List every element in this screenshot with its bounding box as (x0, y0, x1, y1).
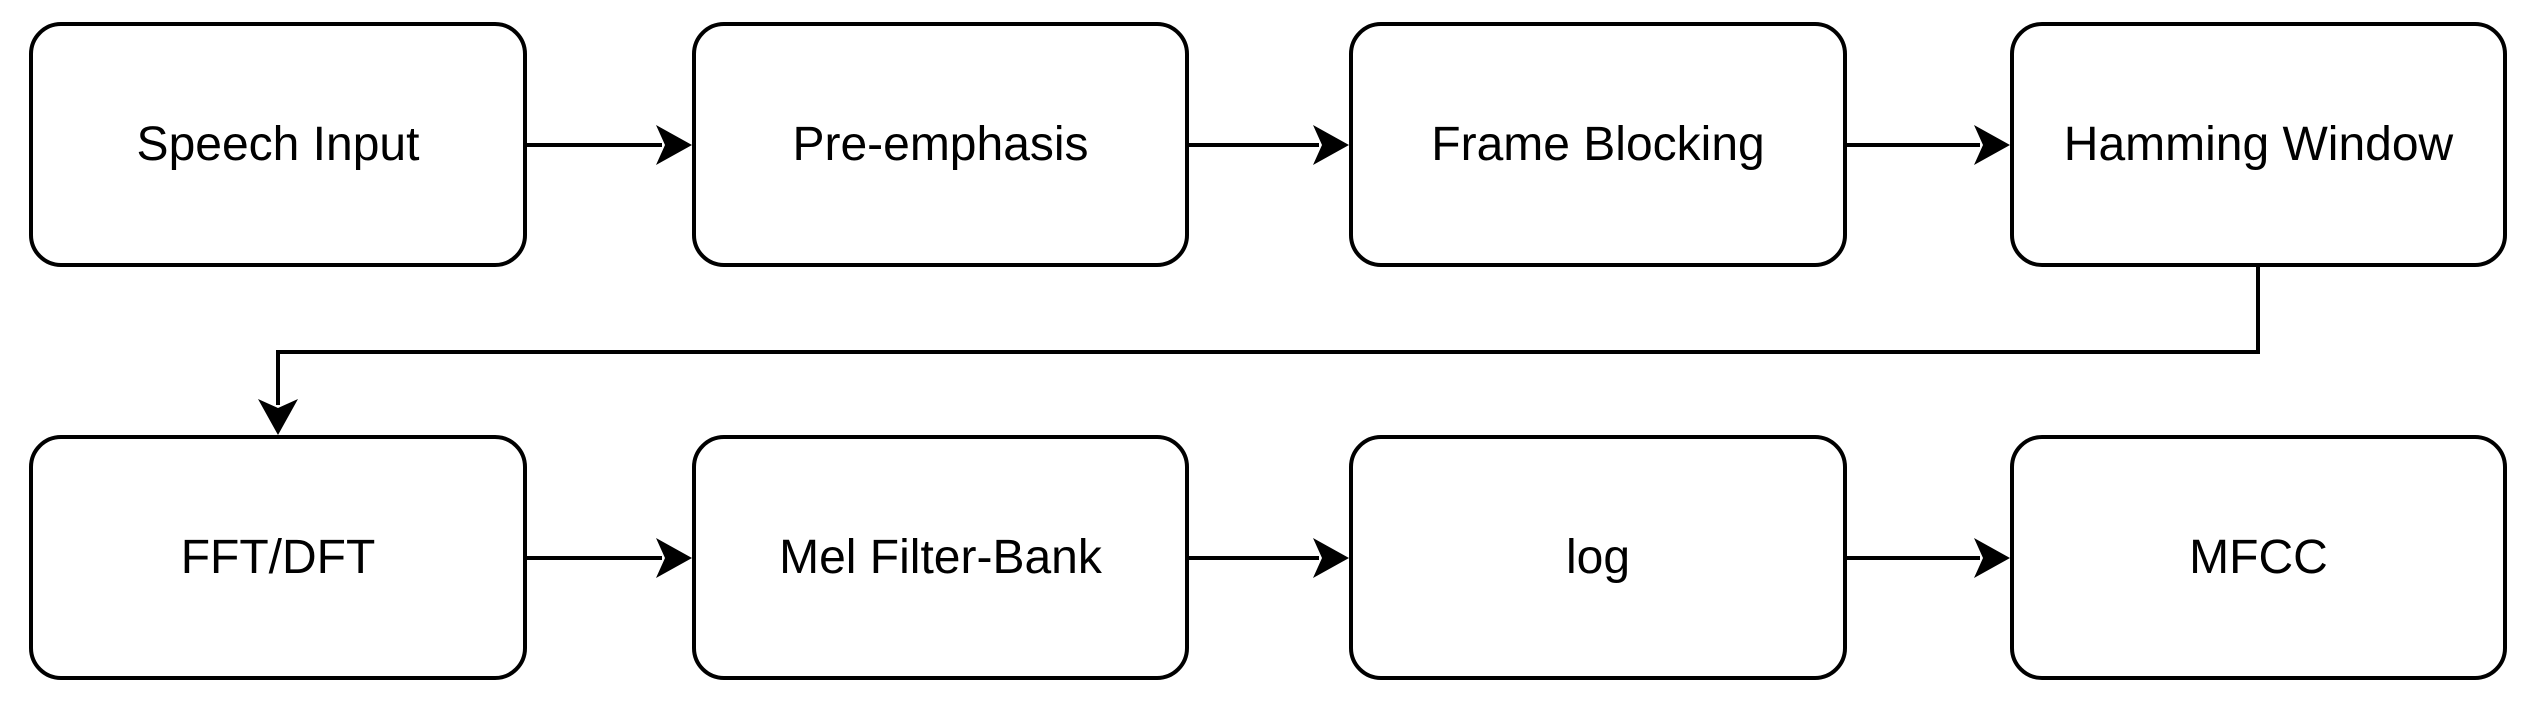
node-pre-emphasis: Pre-emphasis (692, 22, 1189, 267)
node-mfcc: MFCC (2010, 435, 2507, 680)
edge-hamming-window-to-fft-dft (258, 266, 2260, 435)
node-log: log (1349, 435, 1847, 680)
node-mel-filter-bank: Mel Filter-Bank (692, 435, 1189, 680)
node-fft-dft: FFT/DFT (29, 435, 527, 680)
node-frame-blocking-label: Frame Blocking (1431, 117, 1765, 171)
node-fft-dft-label: FFT/DFT (180, 530, 376, 584)
node-speech-input: Speech Input (29, 22, 527, 267)
node-speech-input-label: Speech Input (136, 117, 420, 171)
node-mfcc-label: MFCC (2189, 530, 2328, 584)
node-hamming-window: Hamming Window (2010, 22, 2507, 267)
node-frame-blocking: Frame Blocking (1349, 22, 1847, 267)
node-hamming-window-label: Hamming Window (2063, 117, 2454, 171)
node-log-label: log (1565, 530, 1631, 584)
node-mel-filter-bank-label: Mel Filter-Bank (779, 530, 1102, 584)
node-pre-emphasis-label: Pre-emphasis (792, 117, 1089, 171)
